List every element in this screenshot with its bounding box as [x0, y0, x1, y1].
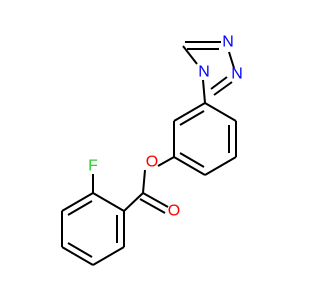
- bond-tetrazole-phenyl: [202, 79, 206, 104]
- structure-canvas: N N N N O O F N: [61, 34, 243, 266]
- carbonyl-c-ring: [123, 192, 144, 212]
- phenyl-bond-6: [173, 102, 206, 122]
- tetrazole-bond-n1-c: [182, 45, 198, 65]
- tetrazole-bond-n3-n2: [213, 81, 233, 96]
- bond-phenyl-ester-o: [157, 156, 175, 167]
- phenyl-bond-4: [173, 156, 206, 176]
- phenyl-bond-3: [204, 156, 237, 176]
- tetrazole-ring: [182, 41, 235, 96]
- atom-n-label-4: N: [198, 64, 210, 81]
- atom-labels: N N N N O O F: [88, 34, 243, 220]
- phenyl-bond-1: [204, 102, 237, 122]
- atom-n-label-2: N: [231, 66, 243, 83]
- tetrazole-bond-n4-n3: [228, 51, 235, 69]
- bond-ester-linkage: [142, 169, 146, 194]
- ring-b-bond-1: [92, 192, 125, 212]
- ring-b-bond-4: [61, 246, 94, 266]
- atom-fluorine-label: F: [88, 158, 98, 175]
- phenyl-bond-6-inner: [179, 110, 205, 126]
- atom-carbonyl-o-label: O: [168, 203, 180, 220]
- atom-ester-o-label: O: [146, 154, 158, 171]
- ring-b-bond-5: [92, 246, 125, 266]
- ring-b-bond-2-inner: [67, 200, 93, 216]
- ring-b-bond-2: [61, 192, 94, 212]
- atom-n-label-1: N: [222, 34, 234, 51]
- carbonyl-double-bond-second: [139, 198, 166, 214]
- tetrazole-bond-n3-n2-double: [210, 76, 228, 90]
- central-phenyl-ring: [173, 102, 237, 176]
- ring-b: [61, 192, 144, 266]
- ring-b-bond-4-inner: [67, 242, 93, 258]
- phenyl-bond-4-inner: [179, 152, 205, 168]
- carbonyl-double-bond: [142, 192, 169, 208]
